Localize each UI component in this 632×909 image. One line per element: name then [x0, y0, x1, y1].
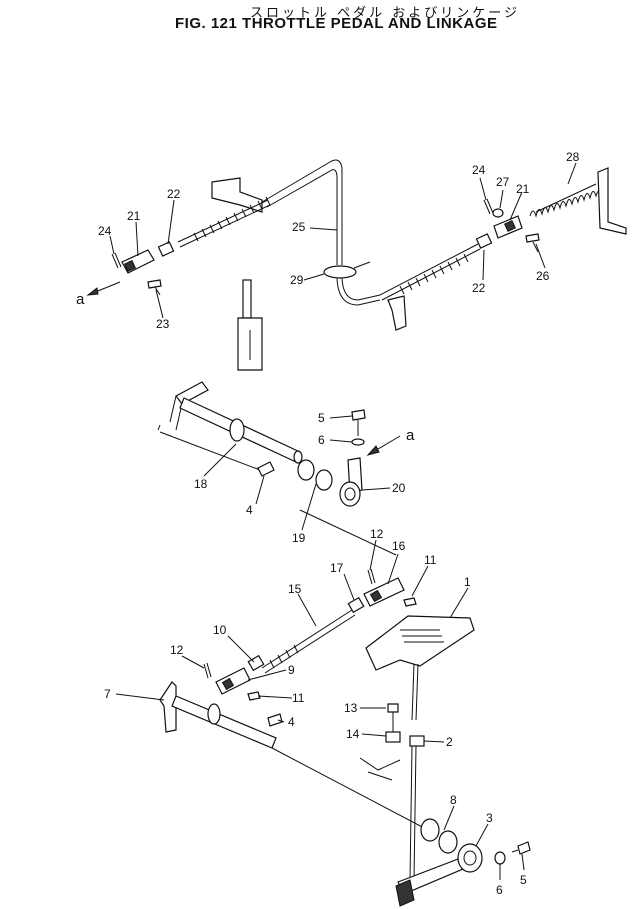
callout-13: 13 — [344, 701, 358, 715]
callout-7: 7 — [104, 687, 111, 701]
callout-23: 23 — [156, 317, 170, 331]
callout-22-upper-right: 22 — [472, 281, 486, 295]
callout-4-lower: 4 — [288, 715, 295, 729]
callout-12-lower: 12 — [170, 643, 184, 657]
callout-11-upper: 11 — [424, 553, 437, 567]
callout-5-middle: 5 — [318, 411, 325, 425]
callout-a-left: a — [76, 291, 85, 308]
callout-6-lower: 6 — [496, 883, 503, 897]
callout-24-upper-right: 24 — [472, 163, 486, 177]
callout-18: 18 — [194, 477, 208, 491]
callout-5-lower: 5 — [520, 873, 527, 887]
callout-15: 15 — [288, 582, 302, 596]
upper-left-linkage — [86, 159, 343, 296]
callout-9: 9 — [288, 663, 295, 677]
leader-lines — [109, 162, 577, 880]
callout-1: 1 — [464, 575, 471, 589]
callout-29: 29 — [290, 273, 304, 287]
callout-14: 14 — [346, 727, 360, 741]
callout-27: 27 — [496, 175, 510, 189]
callout-25: 25 — [292, 220, 306, 234]
callout-8: 8 — [450, 793, 457, 807]
callout-10: 10 — [213, 623, 227, 637]
callout-28: 28 — [566, 150, 580, 164]
callout-22-upper-left: 22 — [167, 187, 181, 201]
callout-12-upper: 12 — [370, 527, 384, 541]
callout-3: 3 — [486, 811, 493, 825]
callout-24-upper-left: 24 — [98, 224, 112, 238]
lower-pedal-assembly — [159, 568, 531, 907]
upper-right-linkage — [323, 167, 627, 331]
title-japanese: スロットル ペダル およびリンケージ — [250, 6, 521, 21]
callout-4-middle: 4 — [246, 503, 253, 517]
callout-21-upper-right: 21 — [516, 182, 530, 196]
callout-11-lower: 11 — [292, 691, 305, 705]
callout-16: 16 — [392, 539, 406, 553]
figure-title: FIG. 121 THROTTLE PEDAL AND LINKAGE — [175, 15, 498, 32]
callout-26: 26 — [536, 269, 550, 283]
callout-a-middle: a — [406, 427, 415, 444]
callout-19: 19 — [292, 531, 306, 545]
callout-20: 20 — [392, 481, 406, 495]
callout-21-upper-left: 21 — [127, 209, 141, 223]
callout-17: 17 — [330, 561, 344, 575]
callouts: 22 21 24 a 23 25 29 24 27 21 28 22 26 5 … — [76, 150, 580, 897]
callout-2: 2 — [446, 735, 453, 749]
callout-6-middle: 6 — [318, 433, 325, 447]
middle-shaft-assembly — [157, 279, 401, 556]
